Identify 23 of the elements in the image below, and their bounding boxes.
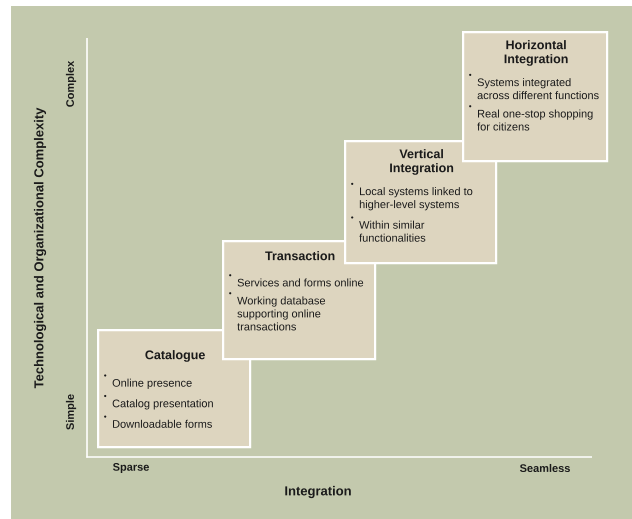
axis-end-label: Simple <box>66 394 76 430</box>
bullet-text: Catalog presentation <box>112 399 213 410</box>
stage-box <box>344 140 498 264</box>
bullet-text: Systems integrated across different functions <box>478 78 599 100</box>
bullet-text: Services and forms online <box>238 278 364 286</box>
bullet-text: Local systems linked to higher-level systems <box>360 187 472 210</box>
box-title: Catalogue <box>145 350 205 362</box>
stage-box <box>222 240 376 360</box>
axis-end-label: Sparse <box>112 463 149 473</box>
bullet-text: Working database supporting online transactions <box>237 296 326 330</box>
axis-title: Technological and Organizational Complexity <box>34 108 46 388</box>
box-title: Vertical Integration <box>390 149 454 175</box>
box-title: Horizontal Integration <box>504 40 568 66</box>
axis-end-label: Complex <box>66 60 76 107</box>
axis-end-label: Seamless <box>520 464 570 472</box>
bullet-text: Online presence <box>112 378 192 389</box>
bullet-text: Within similar functionalities <box>359 220 426 242</box>
stage-box <box>97 329 252 448</box>
axis-title: Integration <box>285 486 351 498</box>
box-title: Transaction <box>265 251 334 260</box>
bullet-text: Real one-stop shopping for citizens <box>477 109 593 131</box>
stage-box <box>462 31 608 162</box>
bullet-text: Downloadable forms <box>113 420 212 428</box>
